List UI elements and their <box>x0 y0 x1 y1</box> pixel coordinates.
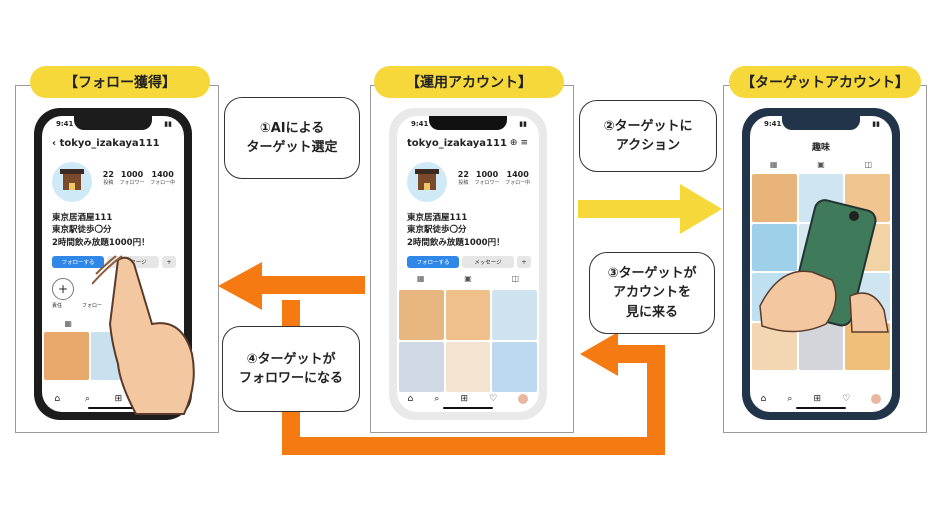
hand-holding-phone-illustration <box>759 199 889 333</box>
search-icon[interactable]: ⌕ <box>434 394 440 404</box>
reels-icon[interactable]: ▣ <box>817 160 825 169</box>
account-name: tokyo_izakaya111 <box>407 138 507 149</box>
add-person-icon[interactable]: + <box>517 256 531 268</box>
heart-icon[interactable]: ♡ <box>489 394 498 404</box>
follow-button[interactable]: フォローする <box>52 256 104 268</box>
search-icon[interactable]: ⌕ <box>84 394 90 404</box>
status-time: 9:41 <box>56 120 74 128</box>
bottom-nav: ⌂ ⌕ ⊞ ♡ <box>750 394 892 404</box>
bio: 東京居酒屋111 東京駅徒歩〇分 2時間飲み放題1000円！ <box>407 213 505 248</box>
heart-icon[interactable]: ♡ <box>842 394 851 404</box>
callout-step3: ③ターゲットが アカウントを 見に来る <box>589 252 715 334</box>
post-tile[interactable] <box>492 342 537 392</box>
battery-icon: ▮▮ <box>519 120 527 128</box>
back-chevron-icon[interactable]: ‹ <box>52 138 60 149</box>
post-tile[interactable] <box>752 174 797 222</box>
callout-step2: ②ターゲットに アクション <box>579 100 717 172</box>
avatar[interactable] <box>52 162 92 202</box>
account-name: tokyo_izakaya111 <box>59 138 160 149</box>
profile-avatar-icon[interactable] <box>518 394 529 404</box>
grid-icon[interactable]: ▦ <box>769 160 778 169</box>
label-target-account: 【ターゲットアカウント】 <box>729 66 921 98</box>
message-button[interactable]: メッセージ <box>462 256 514 268</box>
status-time: 9:41 <box>411 120 429 128</box>
phone-right: 9:41 ▮▮ 趣味 ▦ ▣ ◫ ⌂ <box>742 108 900 420</box>
status-time: 9:41 <box>764 120 782 128</box>
post-tile[interactable] <box>445 342 491 392</box>
shop-icon <box>415 169 439 190</box>
post-tile[interactable] <box>445 290 491 340</box>
tapping-hand-illustration <box>92 255 195 415</box>
add-post-icon[interactable]: ⊞ <box>114 394 123 404</box>
tagged-icon[interactable]: ◫ <box>511 274 520 283</box>
callout-step1: ①AIによる ターゲット選定 <box>224 97 360 179</box>
bio: 東京居酒屋111 東京駅徒歩〇分 2時間飲み放題1000円！ <box>52 213 150 248</box>
reels-icon[interactable]: ▣ <box>464 274 472 283</box>
add-post-icon[interactable]: ⊞ <box>813 394 822 404</box>
home-icon[interactable]: ⌂ <box>407 394 414 404</box>
home-icon[interactable]: ⌂ <box>760 394 767 404</box>
grid-icon[interactable]: ▦ <box>64 319 72 328</box>
post-tile[interactable] <box>44 332 89 380</box>
callout-step4: ④ターゲットが フォロワーになる <box>222 326 360 412</box>
battery-icon: ▮▮ <box>164 120 172 128</box>
post-tile[interactable] <box>492 290 537 340</box>
battery-icon: ▮▮ <box>872 120 880 128</box>
avatar[interactable] <box>407 162 447 202</box>
shop-icon <box>60 169 84 190</box>
add-icon[interactable]: ⊕ <box>509 138 521 148</box>
label-follow-gain: 【フォロー獲得】 <box>30 66 210 98</box>
highlight-label: 責任 <box>52 303 63 309</box>
tagged-icon[interactable]: ◫ <box>864 160 873 169</box>
bottom-nav: ⌂ ⌕ ⊞ ♡ <box>397 394 539 404</box>
follow-button[interactable]: フォローする <box>407 256 459 268</box>
add-post-icon[interactable]: ⊞ <box>460 394 469 404</box>
highlight-label: フォロー <box>82 303 103 309</box>
post-tile[interactable] <box>399 342 444 392</box>
page-title: 趣味 <box>811 143 830 153</box>
search-icon[interactable]: ⌕ <box>787 394 793 404</box>
home-icon[interactable]: ⌂ <box>54 394 61 404</box>
menu-icon[interactable]: ≡ <box>520 138 531 148</box>
post-tile[interactable] <box>752 223 797 271</box>
label-operating-account: 【運用アカウント】 <box>374 66 564 98</box>
grid-icon[interactable]: ▦ <box>416 274 425 283</box>
add-person-icon[interactable]: + <box>162 256 176 268</box>
new-highlight-icon[interactable]: + <box>52 278 74 300</box>
post-tile[interactable] <box>399 290 444 340</box>
profile-avatar-icon[interactable] <box>871 394 882 404</box>
bottom-nav: ⌂ ⌕ ⊞ <box>42 394 184 404</box>
arrow-to-target <box>578 184 722 234</box>
